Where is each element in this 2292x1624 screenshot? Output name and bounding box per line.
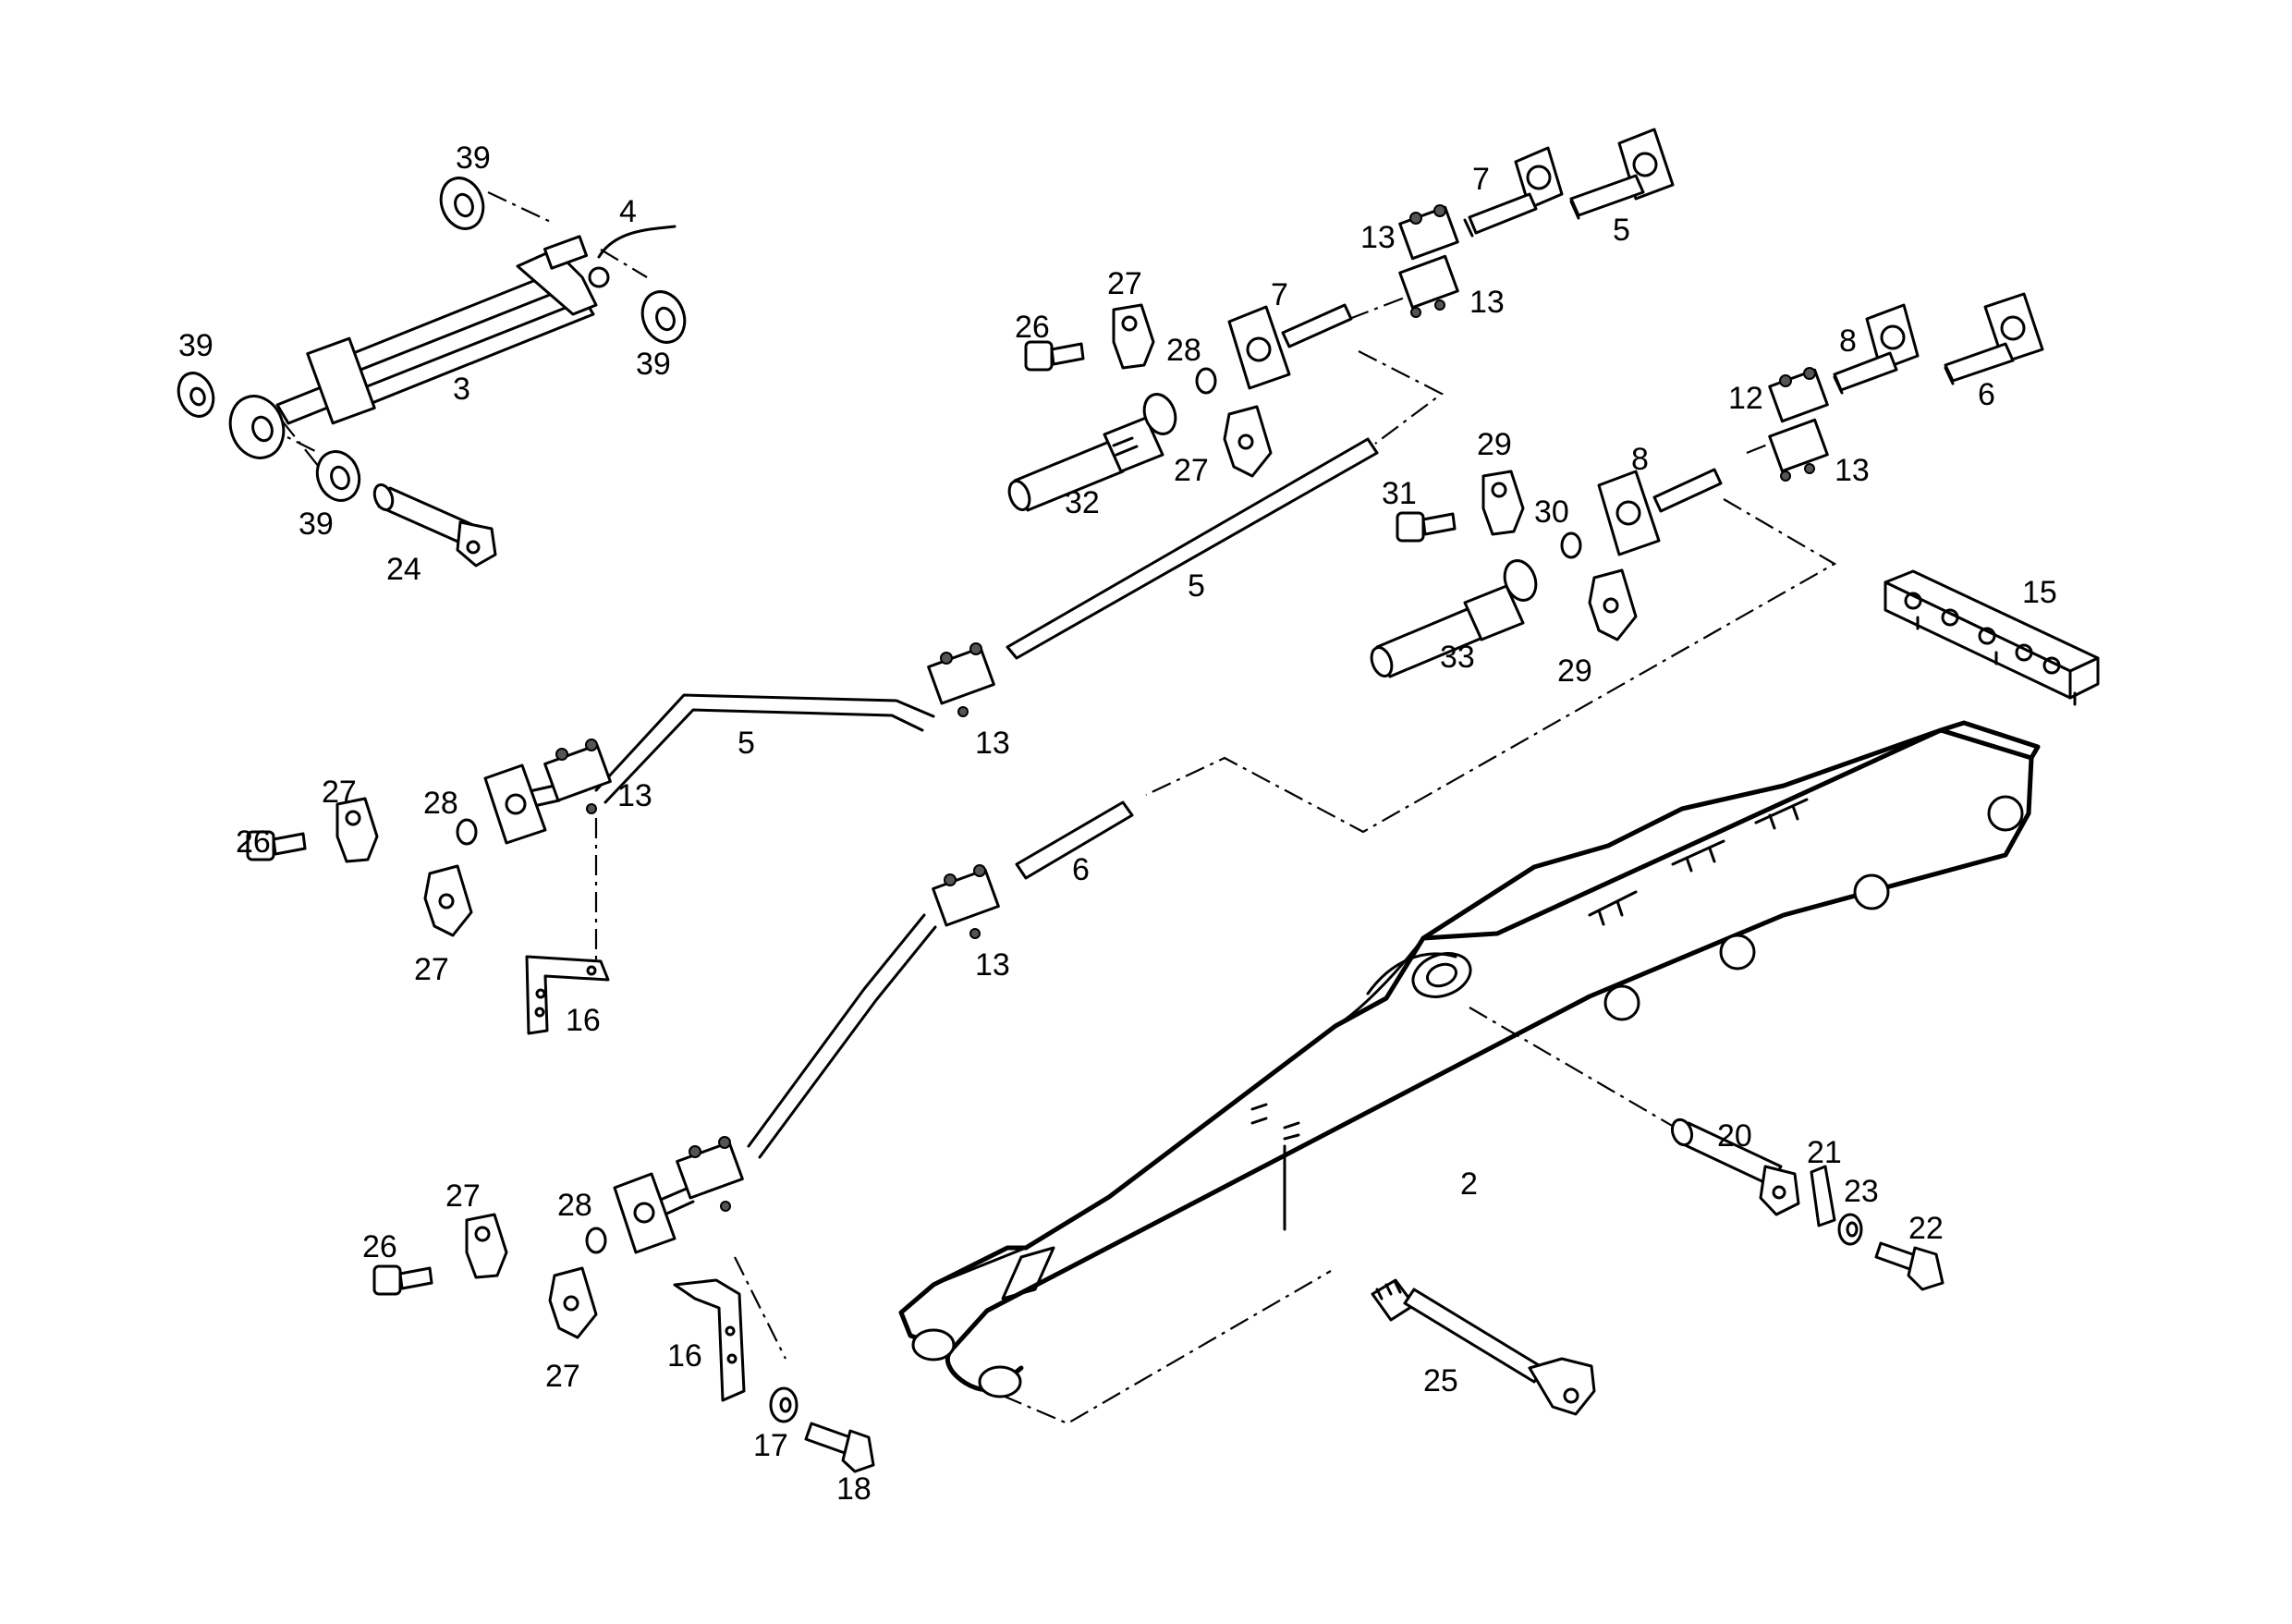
callout-25: 25 [1423, 1363, 1458, 1398]
callout-4: 4 [619, 194, 637, 229]
callout-13: 13 [975, 726, 1010, 761]
valve-group-left-lower [372, 1172, 875, 1473]
valve-group-upper [1007, 303, 1353, 512]
callout-39: 39 [456, 140, 491, 176]
callout-28: 28 [423, 786, 458, 821]
callout-28: 28 [1166, 333, 1201, 368]
callout-27: 27 [445, 1178, 481, 1214]
callout-26: 26 [1015, 310, 1050, 345]
callout-13: 13 [617, 778, 652, 813]
upper-clamps [1398, 204, 1829, 482]
callout-21: 21 [1807, 1135, 1842, 1170]
callout-28: 28 [557, 1188, 592, 1223]
callout-labels: 39 4 39 3 39 39 24 13 7 5 13 27 26 7 28 … [178, 140, 2057, 1507]
callout-13: 13 [1835, 453, 1870, 488]
callout-7: 7 [1472, 162, 1490, 197]
callout-8: 8 [1839, 324, 1857, 359]
callout-39: 39 [636, 347, 671, 382]
callout-5: 5 [1613, 213, 1630, 248]
callout-5: 5 [738, 726, 755, 761]
callout-6: 6 [1978, 377, 1995, 412]
boom-pin-hardware [1670, 1117, 1945, 1291]
boom-arm [898, 720, 2041, 1398]
callout-29: 29 [1477, 427, 1512, 462]
callout-13: 13 [1360, 220, 1396, 255]
callout-15: 15 [2022, 575, 2057, 610]
upper-flanges [1463, 128, 2044, 395]
callout-16: 16 [566, 1003, 601, 1038]
callout-23: 23 [1844, 1174, 1879, 1209]
callout-32: 32 [1065, 485, 1100, 520]
callout-13: 13 [1469, 285, 1505, 320]
terminal-block [1884, 569, 2100, 706]
callout-2: 2 [1460, 1166, 1478, 1202]
callout-27: 27 [1107, 266, 1142, 301]
callout-18: 18 [836, 1471, 872, 1507]
callout-29: 29 [1557, 653, 1592, 689]
callout-8: 8 [1631, 442, 1649, 477]
pipes [511, 437, 1379, 1218]
callout-5: 5 [1188, 568, 1205, 604]
callout-6: 6 [1072, 852, 1090, 887]
valve-group-right [1370, 468, 1723, 678]
callout-33: 33 [1440, 640, 1475, 675]
callout-3: 3 [453, 372, 470, 407]
valve-group-left-upper [246, 763, 610, 1035]
callout-13: 13 [975, 947, 1010, 983]
callout-16: 16 [667, 1338, 702, 1374]
callout-27: 27 [545, 1359, 580, 1394]
hydraulic-cylinder [177, 177, 687, 568]
callout-20: 20 [1717, 1118, 1752, 1154]
callout-26: 26 [236, 824, 271, 860]
callout-22: 22 [1908, 1211, 1944, 1246]
assembly-lines [262, 191, 1837, 1425]
callout-12: 12 [1728, 381, 1763, 416]
callout-26: 26 [362, 1229, 397, 1264]
callout-39: 39 [299, 507, 334, 542]
callout-24: 24 [386, 552, 421, 587]
callout-39: 39 [178, 328, 213, 363]
mid-clamps [543, 642, 1000, 1212]
callout-27: 27 [414, 952, 449, 987]
callout-27: 27 [1174, 453, 1209, 488]
lower-pin [1371, 1278, 1596, 1416]
callout-7: 7 [1271, 277, 1288, 312]
callout-27: 27 [322, 775, 357, 810]
callout-30: 30 [1534, 495, 1569, 530]
callout-17: 17 [753, 1428, 788, 1463]
callout-31: 31 [1382, 476, 1417, 511]
